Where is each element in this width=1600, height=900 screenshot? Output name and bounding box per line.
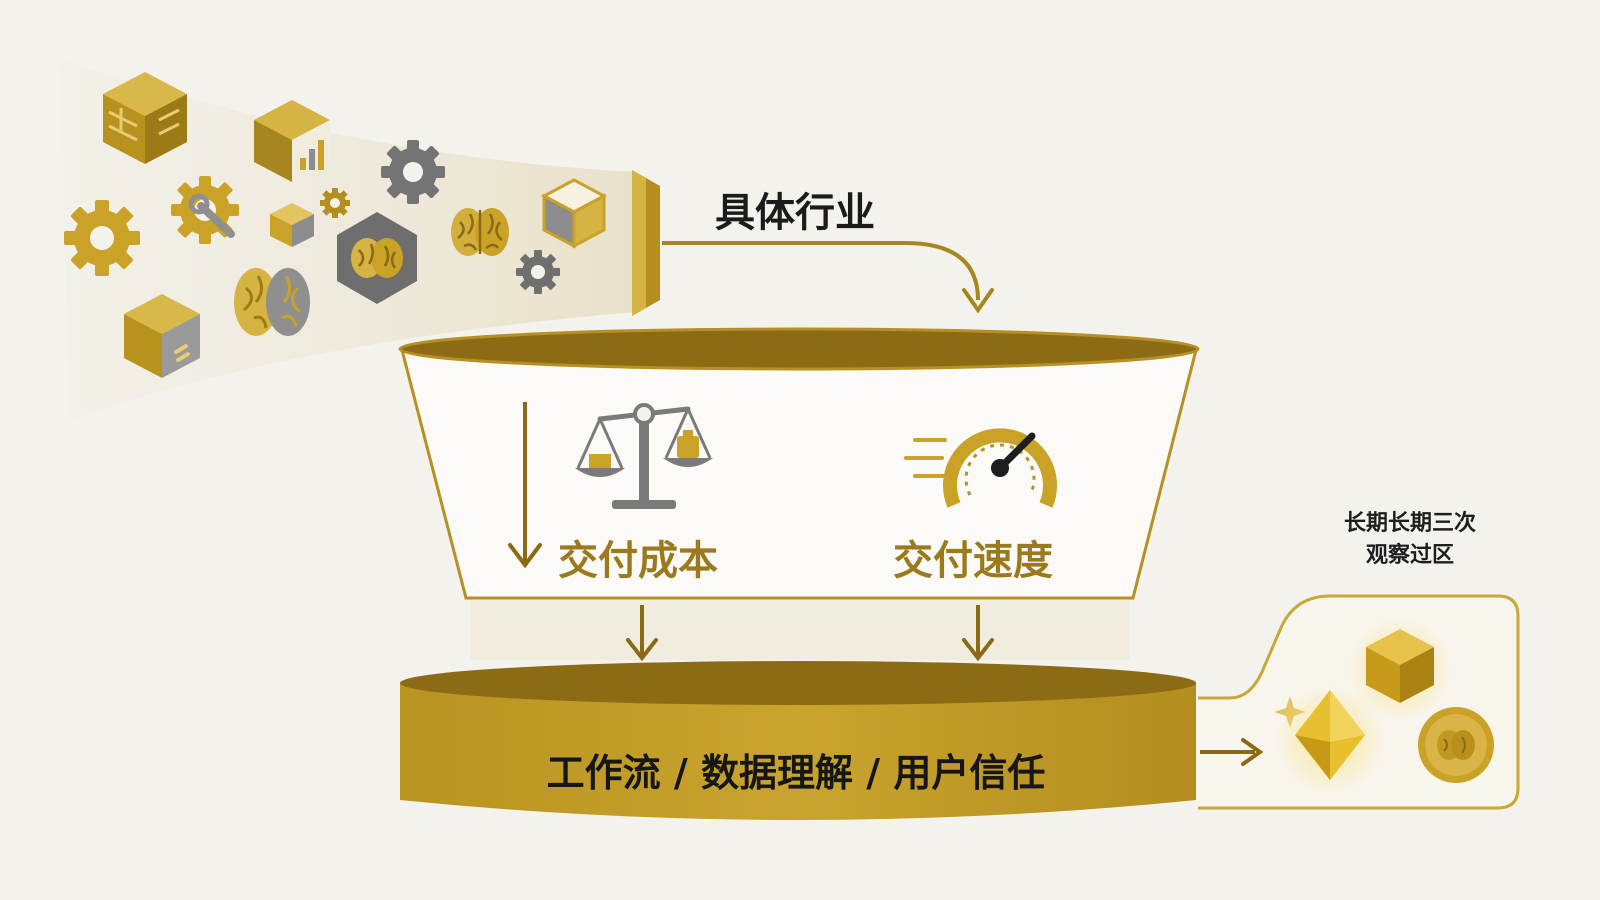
brain-icon [451, 208, 509, 256]
cube-icon [124, 294, 200, 378]
industry-label: 具体行业 [715, 190, 875, 236]
cube-icon [1348, 617, 1452, 721]
foundation-label: 工作流 / 数据理解 / 用户信任 [546, 751, 1046, 795]
gear-icon [516, 250, 560, 294]
delivery-cost-label: 交付成本 [558, 538, 718, 584]
funnel-shadow [470, 600, 1130, 660]
balance-scale-icon [575, 403, 713, 509]
cost-down-arrow [508, 402, 542, 569]
funnel-intake-icon [632, 170, 660, 316]
funnel-rim [398, 327, 1200, 371]
chart-cube-icon [254, 100, 330, 182]
brain-icon [234, 268, 310, 336]
speedometer-icon [904, 428, 1057, 508]
gear-icon [64, 200, 140, 276]
delivery-speed-label: 交付速度 [893, 538, 1053, 584]
gear-icon [381, 140, 445, 204]
cost-flow-arrow [626, 605, 658, 662]
industry-connector [662, 241, 980, 301]
observation-line-2: 观察过区 [1365, 543, 1454, 568]
wrench-gear-icon [171, 176, 239, 244]
brick-cube-icon [103, 72, 187, 164]
observation-line-1: 长期长期三次 [1343, 511, 1476, 536]
small-cube-icon [270, 203, 314, 247]
brain-coin-icon [1418, 707, 1494, 783]
gear-icon [320, 188, 350, 218]
observation-arrow [1200, 738, 1264, 766]
speed-flow-arrow [962, 605, 994, 662]
hexagon-brain-icon [337, 212, 417, 304]
cube-icon [540, 178, 608, 249]
diamond-icon [1275, 685, 1385, 795]
foundation-drum [400, 661, 1196, 820]
observation-label: 长期长期三次 观察过区 [1320, 508, 1500, 572]
industry-arrow [962, 288, 994, 314]
